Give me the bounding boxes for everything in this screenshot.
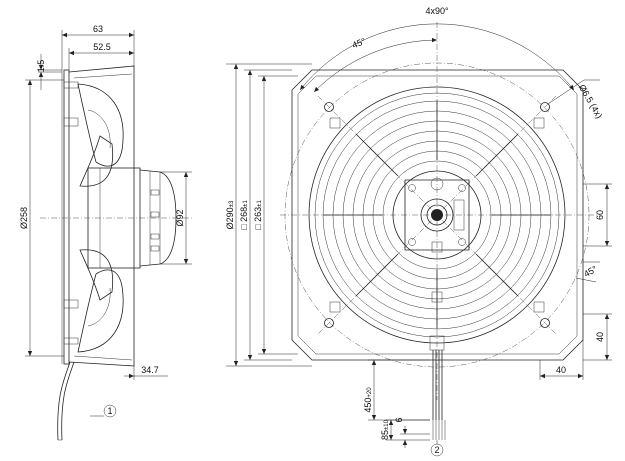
dim-85-value: 85 <box>380 430 390 440</box>
side-studs <box>63 81 79 345</box>
dim-60-label: 60 <box>595 210 605 220</box>
dim-263-label: □ 263±1 <box>253 200 263 230</box>
dim-85-tolerance: ±10 <box>384 419 390 430</box>
callout-1-circle <box>103 404 117 418</box>
dim-92-label: Ø92 <box>175 209 185 226</box>
front-motor-hub <box>392 170 482 260</box>
dim-450-value: 450 <box>363 398 373 413</box>
dim-263-value: □ 263 <box>253 207 263 230</box>
dim-45-right-label: 45° <box>582 263 599 279</box>
dim-34-7-label: 34.7 <box>141 365 159 375</box>
front-view: 4x90° 45° Ø6.5 (4x) Ø290±3 □ 268±1 □ 263… <box>225 6 612 457</box>
dim-263-tolerance: ±1 <box>257 200 263 207</box>
side-view: 63 52.5 1.5 Ø258 Ø92 34.7 1 <box>19 24 192 441</box>
front-guard-grille <box>322 100 552 330</box>
dim-450-label: 450+20 <box>363 387 373 413</box>
dim-6-label: 6 <box>394 417 404 422</box>
side-cable <box>57 361 75 441</box>
front-square-plate <box>291 69 584 361</box>
front-mounting-holes <box>324 102 550 328</box>
dim-45-top-label: 45° <box>351 36 368 51</box>
dim-268-value: □ 268 <box>239 207 249 230</box>
dim-40-right-label: 40 <box>595 332 605 342</box>
dim-85-label: 85±10 <box>380 419 390 440</box>
dim-52-5-label: 52.5 <box>93 42 111 52</box>
callout-1-label: 1 <box>107 406 112 416</box>
side-flange-ring <box>68 65 135 367</box>
dim-268-label: □ 268±1 <box>239 200 249 230</box>
dim-290-tolerance: ±3 <box>229 200 235 207</box>
dim-63-label: 63 <box>93 24 103 34</box>
dim-40-bottom-label: 40 <box>556 365 566 375</box>
dim-hole-label: Ø6.5 (4x) <box>577 83 604 120</box>
callout-2-circle <box>430 443 444 457</box>
dim-290-value: Ø290 <box>225 207 235 229</box>
side-fan-blades <box>77 83 124 353</box>
dim-258-label: Ø258 <box>19 207 29 229</box>
front-cable <box>429 335 446 440</box>
dim-4x90-label: 4x90° <box>425 6 449 16</box>
dim-450-tolerance: +20 <box>367 387 373 398</box>
side-flange-plate <box>63 69 70 365</box>
dim-1-5-label: 1.5 <box>36 60 46 73</box>
dim-268-tolerance: ±1 <box>243 200 249 207</box>
callout-2-label: 2 <box>434 445 439 455</box>
dim-290-label: Ø290±3 <box>225 200 235 229</box>
